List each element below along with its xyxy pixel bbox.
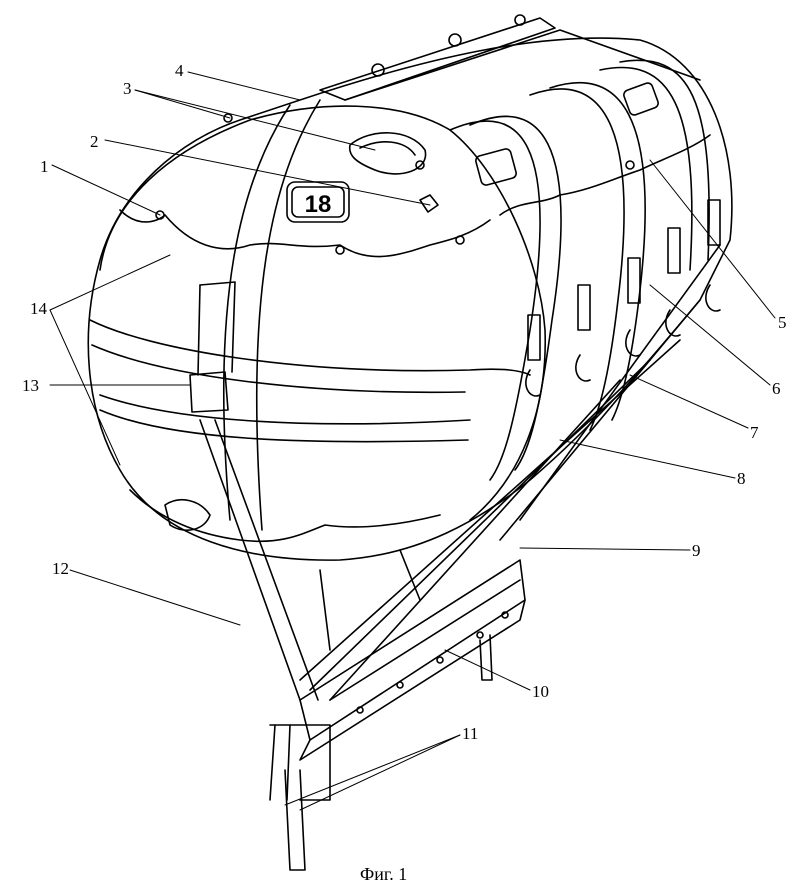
- support-strap: [214, 419, 319, 701]
- callout-13: 13: [22, 376, 39, 395]
- dome-strap: [255, 99, 321, 531]
- callout-2: 2: [90, 132, 99, 151]
- leg: [479, 634, 493, 681]
- container-body-outline: [87, 37, 733, 561]
- cable: [329, 379, 621, 701]
- strap: [469, 115, 562, 471]
- callout-8: 8: [737, 469, 746, 488]
- callout-11: 11: [462, 724, 479, 743]
- cable: [309, 359, 651, 691]
- lacing-wire: [499, 134, 711, 216]
- leg: [286, 724, 291, 801]
- side-clamp: [189, 371, 229, 413]
- lacing-wire: [129, 489, 441, 543]
- support-strap: [199, 419, 301, 701]
- callout-1: 1: [40, 157, 49, 176]
- cable: [499, 299, 701, 541]
- lacing-wire: [119, 209, 491, 258]
- callout-10: 10: [532, 682, 549, 701]
- strap: [549, 82, 646, 421]
- leader-lines: [49, 71, 776, 811]
- callout-9: 9: [692, 541, 701, 560]
- figure-caption: Фиг. 1: [360, 864, 408, 884]
- hatch: [348, 132, 427, 175]
- callout-7: 7: [750, 423, 759, 442]
- leg: [269, 724, 276, 801]
- strap: [529, 88, 625, 431]
- number-plate: [286, 181, 350, 223]
- callout-14: 14: [30, 299, 47, 318]
- strap: [449, 120, 541, 481]
- container-number: 18: [305, 191, 332, 218]
- callout-4: 4: [175, 61, 184, 80]
- cable: [299, 339, 681, 681]
- callout-5: 5: [778, 313, 787, 332]
- dome-seam: [89, 319, 531, 376]
- callout-3: 3: [123, 79, 132, 98]
- leg: [284, 769, 306, 871]
- cable: [519, 244, 721, 521]
- callout-6: 6: [772, 379, 781, 398]
- top-ridge-plate: [319, 17, 556, 101]
- strap: [619, 59, 710, 261]
- valve: [419, 194, 439, 213]
- strap: [599, 66, 693, 271]
- callout-12: 12: [52, 559, 69, 578]
